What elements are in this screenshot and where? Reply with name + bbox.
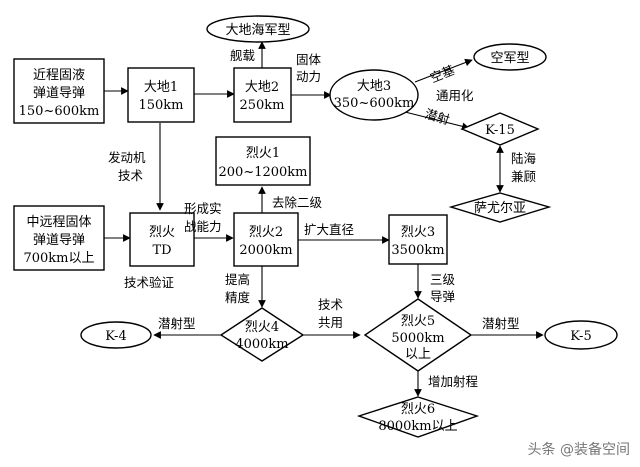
- node-k15: K-15: [460, 112, 540, 146]
- liehuo5-range: 5000km: [391, 331, 444, 346]
- node-liehuo-td: 烈火 TD: [129, 212, 195, 267]
- label-sub-launch-top: 潜射: [423, 106, 451, 127]
- dadi2-range: 250km: [239, 98, 284, 113]
- liehuo1-range: 200~1200km: [219, 165, 308, 180]
- dadi2-name: 大地2: [245, 80, 279, 95]
- liehuo-td-name: 烈火: [149, 225, 175, 240]
- label-three-stage-1: 三级: [430, 272, 456, 287]
- label-form-combat-2: 战能力: [184, 219, 222, 234]
- liehuo5-name: 烈火5: [401, 314, 435, 329]
- label-generalize: 通用化: [436, 88, 474, 103]
- label-form-combat-1: 形成实: [184, 201, 222, 216]
- liehuo5-above: 以上: [405, 347, 431, 362]
- dadi-navy-label: 大地海军型: [225, 23, 290, 38]
- liehuo4-range: 4000km: [235, 337, 288, 352]
- edges: [104, 41, 544, 397]
- label-tech-share-2: 共用: [318, 315, 343, 330]
- k15-label: K-15: [485, 123, 515, 138]
- liehuo2-range: 2000km: [239, 243, 292, 258]
- sayuer-label: 萨尤尔亚: [474, 201, 526, 216]
- nodes: 近程固液 弹道导弹 150~600km 中远程固体 弹道导弹 700km以上 大…: [13, 15, 618, 438]
- dadi3-range: 350~600km: [334, 96, 415, 111]
- node-mid-missile: 中远程固体 弹道导弹 700km以上: [13, 205, 105, 271]
- label-solid-power-2: 动力: [296, 69, 321, 84]
- liehuo6-name: 烈火6: [401, 402, 435, 417]
- label-shipborne: 舰载: [230, 48, 256, 63]
- label-sub-type-left: 潜射型: [158, 316, 196, 331]
- node-air-force: 空军型: [473, 43, 547, 71]
- liehuo3-name: 烈火3: [401, 225, 435, 240]
- k4-label: K-4: [105, 329, 126, 344]
- label-land-sea-1: 陆海: [511, 151, 537, 166]
- liehuo6-range: 8000km以上: [378, 419, 457, 434]
- label-enlarge-diameter: 扩大直径: [304, 222, 354, 237]
- dadi1-name: 大地1: [144, 80, 178, 95]
- dadi3-name: 大地3: [357, 79, 391, 94]
- node-liehuo2: 烈火2 2000km: [233, 212, 299, 267]
- node-dadi-navy: 大地海军型: [206, 15, 310, 43]
- label-land-sea-2: 兼顾: [511, 169, 536, 184]
- k5-label: K-5: [570, 329, 591, 344]
- mid-missile-line3: 700km以上: [23, 251, 94, 266]
- dadi1-range: 150km: [138, 98, 183, 113]
- node-liehuo3: 烈火3 3500km: [388, 214, 448, 265]
- edge-dadi3-to-k15: [404, 111, 470, 131]
- node-k4: K-4: [80, 321, 152, 349]
- mid-missile-line2: 弹道导弹: [33, 233, 85, 248]
- node-dadi1: 大地1 150km: [127, 67, 195, 123]
- node-liehuo4: 烈火4 4000km: [219, 307, 305, 362]
- mid-missile-line1: 中远程固体: [26, 215, 91, 230]
- label-air-base: 空基: [428, 62, 457, 85]
- node-sayuer: 萨尤尔亚: [448, 192, 552, 223]
- node-liehuo1: 烈火1 200~1200km: [215, 136, 311, 186]
- near-missile-line2: 弹道导弹: [33, 86, 85, 101]
- liehuo2-name: 烈火2: [249, 225, 283, 240]
- node-dadi2: 大地2 250km: [233, 67, 292, 123]
- liehuo4-name: 烈火4: [245, 320, 279, 335]
- node-liehuo6: 烈火6 8000km以上: [356, 396, 480, 438]
- near-missile-line3: 150~600km: [19, 104, 100, 119]
- label-remove-stage2: 去除二级: [272, 195, 323, 210]
- liehuo1-name: 烈火1: [246, 146, 280, 161]
- node-k5: K-5: [544, 320, 618, 350]
- node-dadi3: 大地3 350~600km: [329, 69, 419, 121]
- node-near-missile: 近程固液 弹道导弹 150~600km: [13, 58, 105, 124]
- edge-dadi3-to-airforce: [414, 58, 473, 83]
- liehuo-td-sub: TD: [152, 243, 171, 258]
- watermark-text: 头条 @装备空间: [528, 441, 630, 458]
- edge-labels: 舰载 固体 动力 空基 通用化 潜射 陆海 兼顾 发动机 技术 形成实 战能力 …: [108, 48, 537, 389]
- label-sub-type-right: 潜射型: [482, 316, 520, 331]
- label-improve-precision-2: 精度: [225, 290, 251, 305]
- near-missile-line1: 近程固液: [33, 68, 85, 83]
- label-solid-power-1: 固体: [296, 52, 322, 67]
- liehuo3-range: 3500km: [391, 243, 444, 258]
- air-force-label: 空军型: [490, 51, 529, 66]
- label-tech-share-1: 技术: [318, 297, 344, 312]
- label-tech-verify: 技术验证: [124, 275, 175, 290]
- label-extend-range: 增加射程: [428, 374, 479, 389]
- node-liehuo5: 烈火5 5000km 以上: [363, 298, 473, 372]
- label-engine-tech-2: 技术: [118, 168, 144, 183]
- label-three-stage-2: 导弹: [430, 289, 455, 304]
- label-engine-tech-1: 发动机: [108, 150, 146, 165]
- label-improve-precision-1: 提高: [225, 272, 250, 287]
